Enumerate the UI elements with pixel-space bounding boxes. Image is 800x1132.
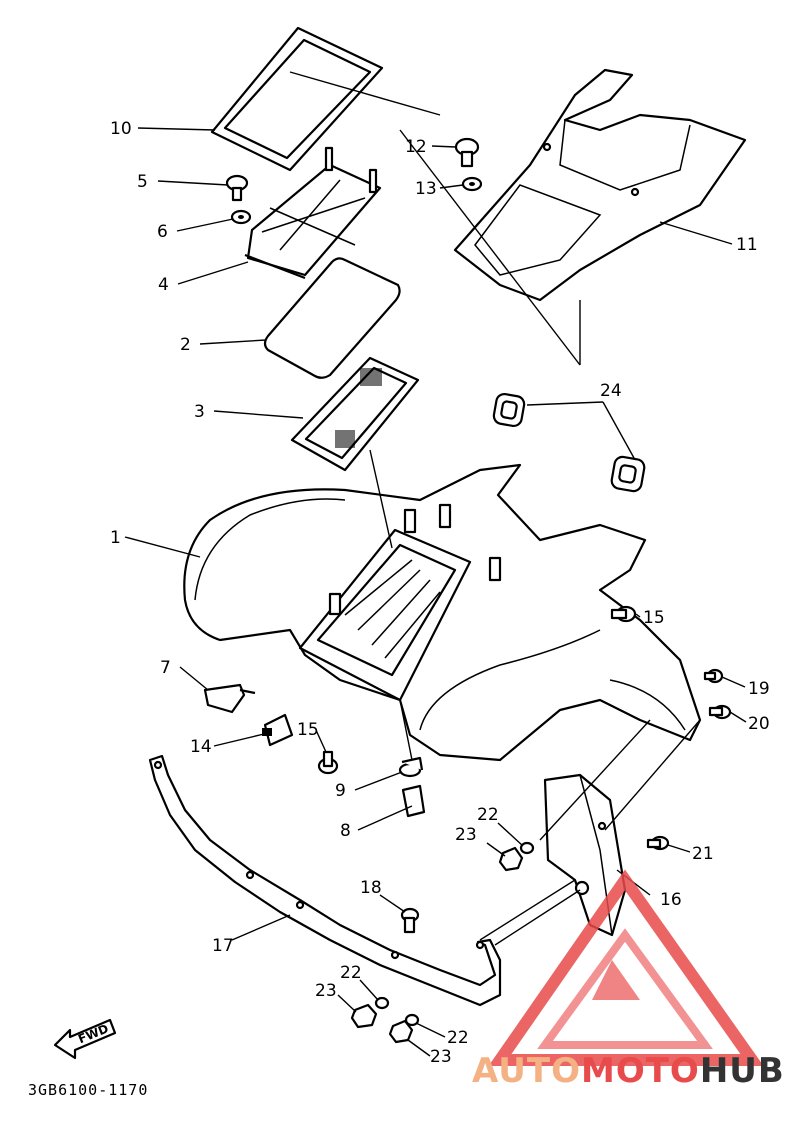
washer-part-22a xyxy=(519,841,535,855)
callout-7: 7 xyxy=(160,658,171,678)
drawing-code: 3GB6100-1170 xyxy=(28,1081,148,1099)
callout-5: 5 xyxy=(137,172,148,192)
watermark-auto: AUTO xyxy=(472,1051,581,1091)
callout-10: 10 xyxy=(110,119,132,139)
bolt-part-19 xyxy=(703,668,724,684)
callout-22c: 22 xyxy=(447,1028,469,1048)
bolt-part-18 xyxy=(400,907,420,934)
clip-part-14 xyxy=(262,713,294,747)
fwd-arrow-icon: FWD xyxy=(53,1018,117,1060)
bolt-part-21 xyxy=(646,835,670,851)
grommet-part-24a xyxy=(492,392,526,428)
callout-15b: 15 xyxy=(643,608,665,628)
callout-15a: 15 xyxy=(297,720,319,740)
washer-part-22b xyxy=(374,996,390,1010)
hose-joint-part-7 xyxy=(203,683,256,714)
bolt-part-15a xyxy=(317,750,339,775)
tray-bracket-part xyxy=(244,146,382,280)
callout-17: 17 xyxy=(212,936,234,956)
gasket-frame-part xyxy=(210,26,384,172)
washer-part-22c xyxy=(404,1013,420,1027)
nut-part-23c xyxy=(388,1019,414,1044)
callout-18: 18 xyxy=(360,878,382,898)
nut-part-23b xyxy=(350,1003,378,1029)
callout-22a: 22 xyxy=(477,805,499,825)
watermark-hub: HUB xyxy=(700,1051,785,1091)
callout-6: 6 xyxy=(157,222,168,242)
callout-labels: 10 5 6 4 2 3 1 7 14 15 9 8 12 13 11 24 1… xyxy=(110,119,770,1067)
rear-fender-part xyxy=(183,463,702,762)
screw-part-12 xyxy=(454,137,480,168)
callout-2: 2 xyxy=(180,335,191,355)
callout-12: 12 xyxy=(405,137,427,157)
stay-part-17 xyxy=(148,754,502,1007)
callout-23c: 23 xyxy=(430,1047,452,1067)
bracket-part-16 xyxy=(543,773,627,937)
clamp-part-9 xyxy=(398,756,424,778)
callout-11: 11 xyxy=(736,235,758,255)
callout-23a: 23 xyxy=(455,825,477,845)
washer-part-13 xyxy=(461,176,483,192)
callout-3: 3 xyxy=(194,402,205,422)
callout-20: 20 xyxy=(748,714,770,734)
drain-cap-part-8 xyxy=(401,784,426,818)
callout-8: 8 xyxy=(340,821,351,841)
watermark-text: AUTOMOTOHUB xyxy=(472,1051,785,1091)
callout-14: 14 xyxy=(190,737,212,757)
watermark-moto: MOTO xyxy=(581,1051,700,1091)
bolt-part-15b xyxy=(610,605,637,623)
watermark-logo-icon xyxy=(488,869,764,1066)
bolt-part-20 xyxy=(708,704,732,720)
upper-cover-part xyxy=(453,68,747,302)
callout-21: 21 xyxy=(692,844,714,864)
callout-4: 4 xyxy=(158,275,169,295)
grommet-part-24b xyxy=(610,455,646,493)
callout-13: 13 xyxy=(415,179,437,199)
callout-23b: 23 xyxy=(315,981,337,1001)
nut-part-23a xyxy=(498,846,524,872)
callout-1: 1 xyxy=(110,528,121,548)
callout-19: 19 xyxy=(748,679,770,699)
leader-lines xyxy=(124,71,747,1057)
washer-part-6 xyxy=(230,209,252,225)
bolt-part-5 xyxy=(225,174,249,202)
callout-24: 24 xyxy=(600,381,622,401)
callout-16: 16 xyxy=(660,890,682,910)
filter-pad-part xyxy=(263,257,401,379)
callout-9: 9 xyxy=(335,781,346,801)
callout-22b: 22 xyxy=(340,963,362,983)
mesh-screen-part xyxy=(290,356,420,472)
